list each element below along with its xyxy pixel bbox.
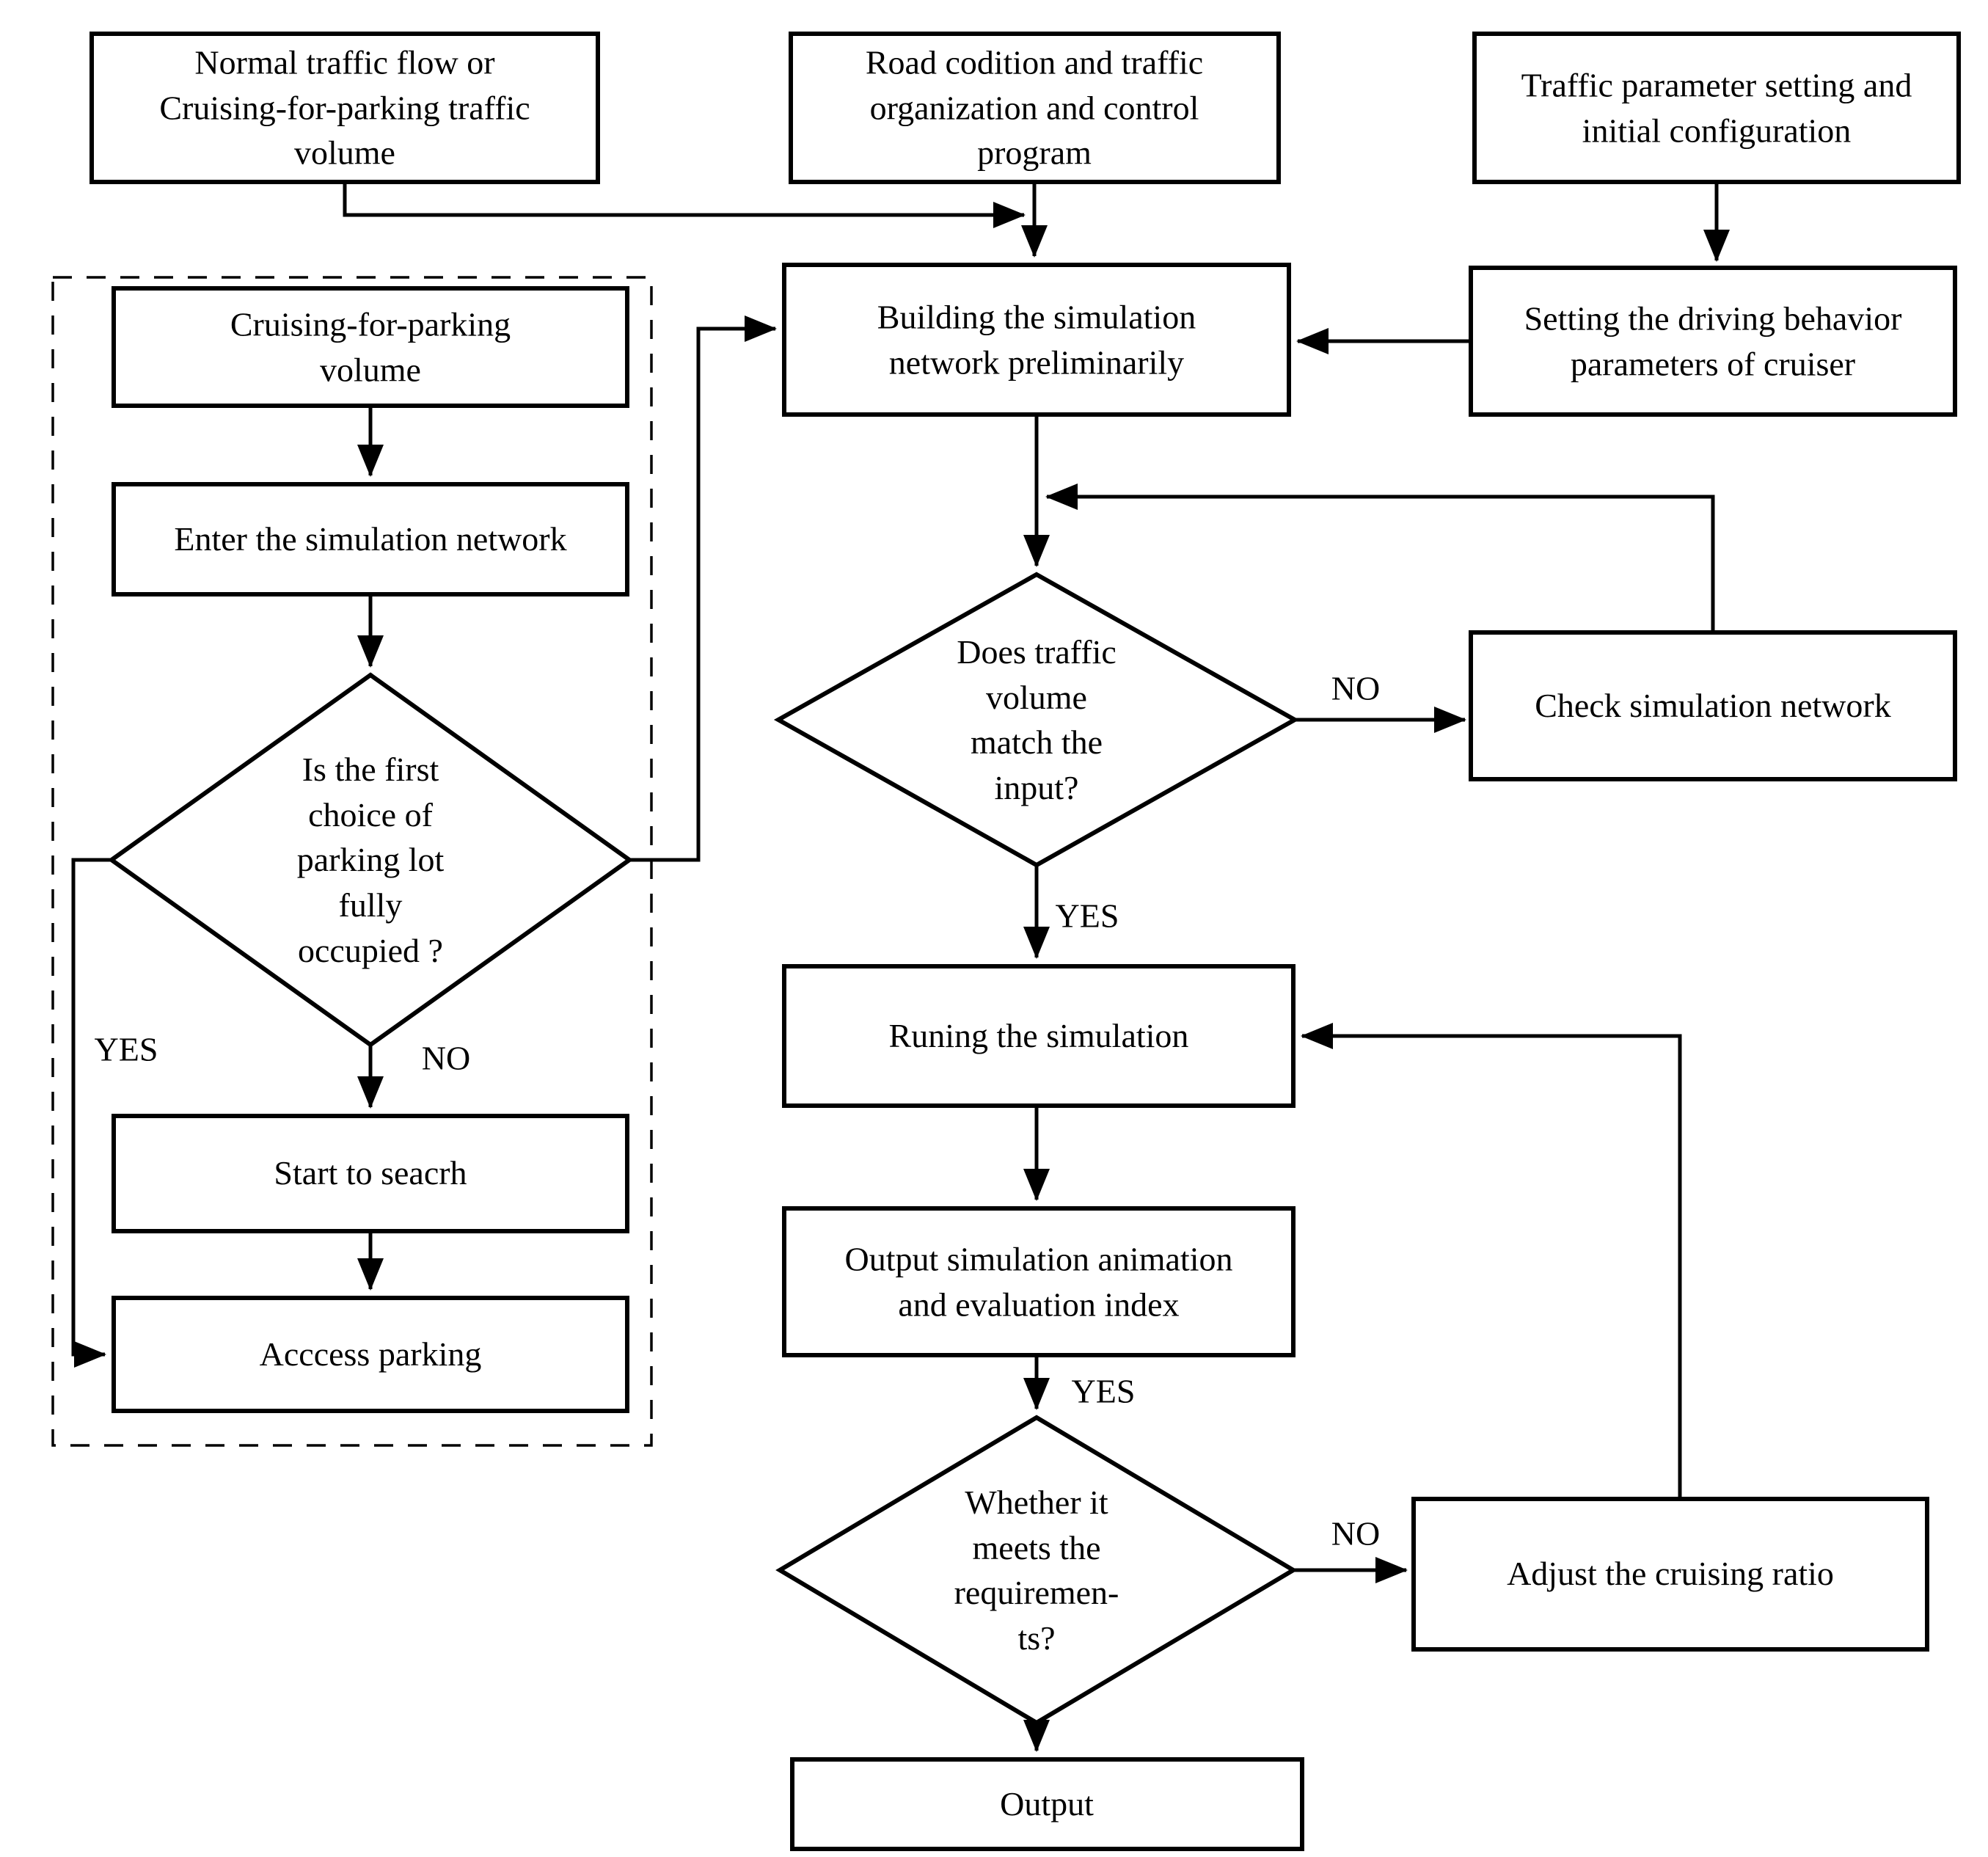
node-setting-behavior: Setting the driving behavior parameters … (1524, 299, 1902, 382)
decision-diamonds (107, 572, 1300, 1726)
node-runing: Runing the simulation (888, 1017, 1189, 1055)
label-first-choice-yes: YES (94, 1030, 158, 1068)
first-choice-diamond-shape (107, 672, 634, 1048)
output-sim-box-shape (782, 1206, 1296, 1357)
node-match-input: Does traffic volume match the input? (957, 632, 1117, 806)
check-network-box-shape (1469, 630, 1957, 781)
node-check-network: Check simulation network (1535, 687, 1891, 725)
node-adjust-ratio: Adjust the cruising ratio (1507, 1555, 1834, 1593)
arrow-first-choice-yes-to-access (71, 858, 112, 1368)
arrow-normal-traffic-to-junction (343, 182, 1026, 228)
normal-traffic-box-shape (89, 32, 600, 184)
adjust-ratio-box-shape (1411, 1497, 1929, 1652)
output-box-shape (790, 1757, 1304, 1851)
node-road-condition: Road codition and traffic organization a… (865, 43, 1204, 172)
enter-network-box-shape (112, 482, 629, 596)
node-output-sim: Output simulation animation and evaluati… (844, 1240, 1233, 1323)
label-match-input-yes: YES (1055, 897, 1119, 935)
arrow-adjust-feedback-to-runing (1301, 1023, 1682, 1499)
setting-behavior-box-shape (1469, 266, 1957, 417)
access-parking-box-shape (112, 1296, 629, 1413)
label-first-choice-no: NO (421, 1039, 471, 1077)
process-boxes (89, 32, 1961, 1851)
runing-box-shape (782, 964, 1296, 1108)
meets-req-diamond-shape (775, 1415, 1298, 1726)
arrow-check-network-feedback (1045, 484, 1715, 632)
label-meets-req-yes: YES (1071, 1372, 1136, 1410)
label-match-input-no: NO (1331, 669, 1381, 707)
node-normal-traffic: Normal traffic flow or Cruising-for-park… (159, 43, 530, 172)
node-traffic-param: Traffic parameter setting and initial co… (1521, 66, 1912, 149)
start-search-box-shape (112, 1114, 629, 1233)
node-enter-network: Enter the simulation network (174, 520, 567, 558)
flow-arrows (71, 182, 1730, 1752)
arrow-first-choice-to-building (629, 315, 777, 862)
label-meets-req-no: NO (1331, 1514, 1381, 1553)
node-building: Building the simulation network prelimin… (877, 298, 1196, 381)
node-access-parking: Acccess parking (259, 1335, 482, 1373)
cruising-volume-box-shape (112, 286, 629, 408)
match-input-diamond-shape (773, 572, 1300, 868)
node-start-search: Start to seacrh (274, 1154, 467, 1192)
traffic-param-box-shape (1472, 32, 1961, 184)
building-box-shape (782, 263, 1291, 417)
road-condition-box-shape (789, 32, 1281, 184)
node-meets-req: Whether it meets the requiremen- ts? (954, 1483, 1119, 1657)
node-first-choice: Is the first choice of parking lot fully… (296, 750, 445, 969)
node-cruising-volume: Cruising-for-parking volume (230, 305, 511, 388)
node-output: Output (1000, 1785, 1094, 1823)
